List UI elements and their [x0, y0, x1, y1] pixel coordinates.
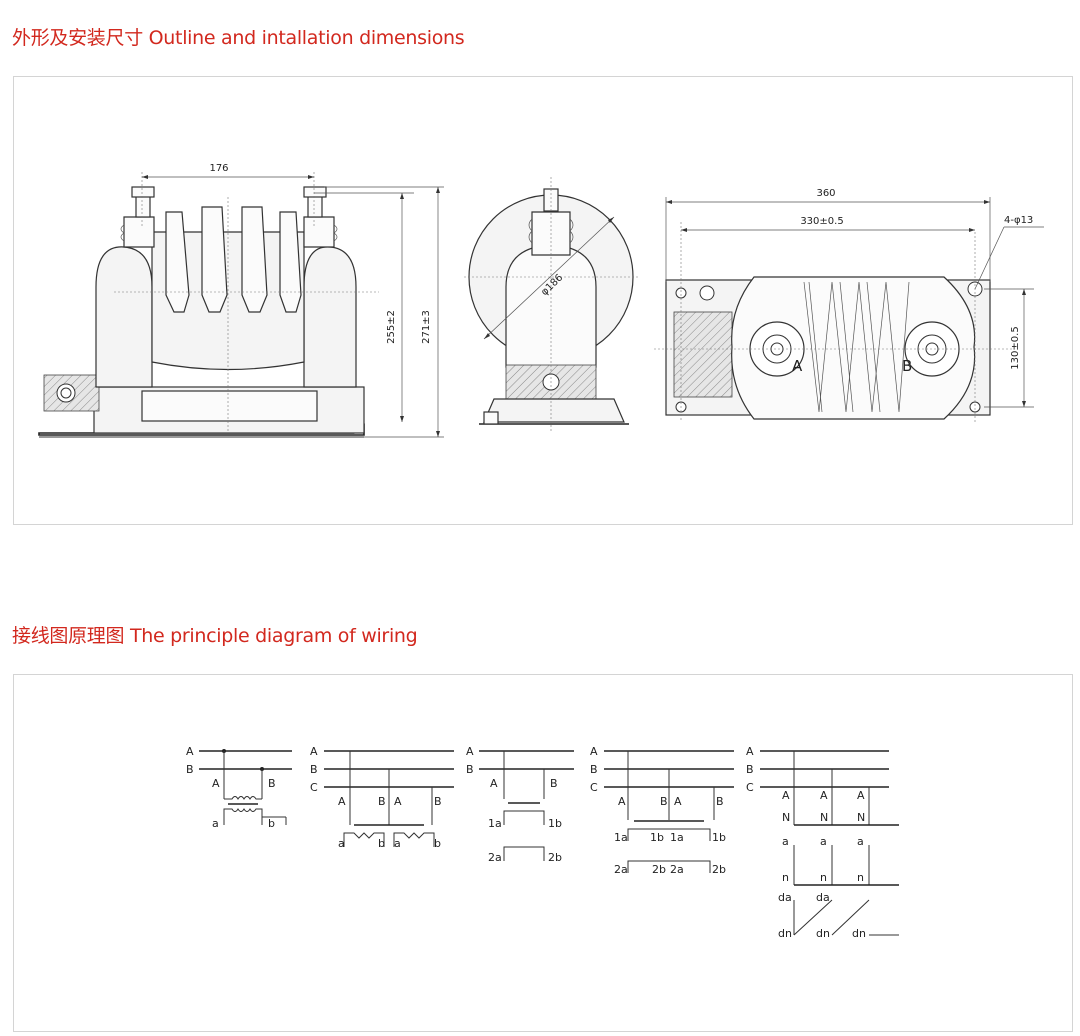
- d5-phase-c: C: [746, 781, 754, 794]
- terminal-a-label: A: [792, 357, 803, 375]
- d5-rt-2: da: [816, 891, 830, 904]
- d5-st-1: a: [782, 835, 789, 848]
- outline-title-cn: 外形及安装尺寸: [12, 27, 143, 49]
- wiring-diagram-4: A B C A B A B 1a 1b 1a 1b 2a 2b 2a 2b: [590, 745, 734, 876]
- d4-primary-3: A: [674, 795, 682, 808]
- wiring-diagram-frame: A B A B a b A B C A B A B a b a b: [13, 674, 1073, 1032]
- outline-section-title: 外形及安装尺寸 Outline and intallation dimensio…: [12, 23, 465, 50]
- d3-sec1-a: 1a: [488, 817, 502, 830]
- side-view: φ186: [464, 177, 639, 432]
- d4-phase-b: B: [590, 763, 598, 776]
- d5-phase-a: A: [746, 745, 754, 758]
- wiring-title-en: The principle diagram of wiring: [129, 625, 418, 647]
- phase-label-a: A: [186, 745, 194, 758]
- d1-primary-b: B: [268, 777, 276, 790]
- top-view: A B 360 330±0.5 4-φ13 130±0.5: [654, 188, 1044, 422]
- d5-rb-3: dn: [852, 927, 866, 940]
- d5-rt-1: da: [778, 891, 792, 904]
- d2-primary-4: B: [434, 795, 442, 808]
- d3-phase-a: A: [466, 745, 474, 758]
- d2-primary-3: A: [394, 795, 402, 808]
- d4-sec1-2: 1b: [650, 831, 664, 844]
- d4-sec1-1: 1a: [614, 831, 628, 844]
- d4-primary-2: B: [660, 795, 668, 808]
- d5-phase-b: B: [746, 763, 754, 776]
- d2-phase-b: B: [310, 763, 318, 776]
- d2-phase-c: C: [310, 781, 318, 794]
- phase-label-b: B: [186, 763, 194, 776]
- d5-pb-2: N: [820, 811, 828, 824]
- front-width-dim: 176: [209, 163, 228, 174]
- d2-secondary-2: b: [378, 837, 385, 850]
- top-hole-spacing-dim: 330±0.5: [800, 216, 843, 227]
- d3-sec2-a: 2a: [488, 851, 502, 864]
- wiring-title-cn: 接线图原理图: [12, 625, 125, 647]
- d5-rb-1: dn: [778, 927, 792, 940]
- d4-phase-c: C: [590, 781, 598, 794]
- wiring-section-title: 接线图原理图 The principle diagram of wiring: [12, 621, 418, 648]
- wiring-diagram-5: A B C A A A N N N a a a n n n da da dn d…: [746, 745, 899, 940]
- d3-sec1-b: 1b: [548, 817, 562, 830]
- d5-pt-3: A: [857, 789, 865, 802]
- d5-sb-3: n: [857, 871, 864, 884]
- top-length-dim: 360: [816, 188, 835, 199]
- d5-pt-2: A: [820, 789, 828, 802]
- d3-primary-b: B: [550, 777, 558, 790]
- d3-primary-a: A: [490, 777, 498, 790]
- d4-sec2-4: 2b: [712, 863, 726, 876]
- d4-sec1-3: 1a: [670, 831, 684, 844]
- outline-drawing: 176 255±2 271±3 φ186: [38, 163, 1044, 438]
- d4-sec2-3: 2a: [670, 863, 684, 876]
- d1-primary-a: A: [212, 777, 220, 790]
- d4-sec2-2: 2b: [652, 863, 666, 876]
- d2-secondary-4: b: [434, 837, 441, 850]
- front-view: 176 255±2 271±3: [38, 163, 444, 438]
- d4-primary-1: A: [618, 795, 626, 808]
- d5-st-2: a: [820, 835, 827, 848]
- d2-phase-a: A: [310, 745, 318, 758]
- d5-st-3: a: [857, 835, 864, 848]
- d5-rb-2: dn: [816, 927, 830, 940]
- top-holes-dim: 4-φ13: [1004, 215, 1033, 226]
- terminal-b-label: B: [902, 357, 912, 375]
- front-height-dim-2: 271±3: [421, 310, 432, 344]
- d5-pt-1: A: [782, 789, 790, 802]
- d5-pb-3: N: [857, 811, 865, 824]
- d4-phase-a: A: [590, 745, 598, 758]
- outline-title-en: Outline and intallation dimensions: [148, 27, 465, 49]
- d5-sb-1: n: [782, 871, 789, 884]
- wiring-diagram-3: A B A B 1a 1b 2a 2b: [466, 745, 574, 864]
- d5-sb-2: n: [820, 871, 827, 884]
- d4-primary-4: B: [716, 795, 724, 808]
- d2-primary-1: A: [338, 795, 346, 808]
- d1-secondary-b: b: [268, 817, 275, 830]
- d3-sec2-b: 2b: [548, 851, 562, 864]
- front-height-dim-1: 255±2: [386, 310, 397, 344]
- top-depth-dim: 130±0.5: [1010, 326, 1021, 369]
- wiring-diagrams: A B A B a b A B C A B A B a b a b: [186, 745, 899, 940]
- wiring-diagram-2: A B C A B A B a b a b: [310, 745, 454, 850]
- d2-primary-2: B: [378, 795, 386, 808]
- d2-secondary-3: a: [394, 837, 401, 850]
- outline-drawing-frame: 176 255±2 271±3 φ186: [13, 76, 1073, 525]
- d3-phase-b: B: [466, 763, 474, 776]
- d1-secondary-a: a: [212, 817, 219, 830]
- wiring-diagram-1: A B A B a b: [186, 745, 292, 830]
- d5-pb-1: N: [782, 811, 790, 824]
- d4-sec1-4: 1b: [712, 831, 726, 844]
- d4-sec2-1: 2a: [614, 863, 628, 876]
- d2-secondary-1: a: [338, 837, 345, 850]
